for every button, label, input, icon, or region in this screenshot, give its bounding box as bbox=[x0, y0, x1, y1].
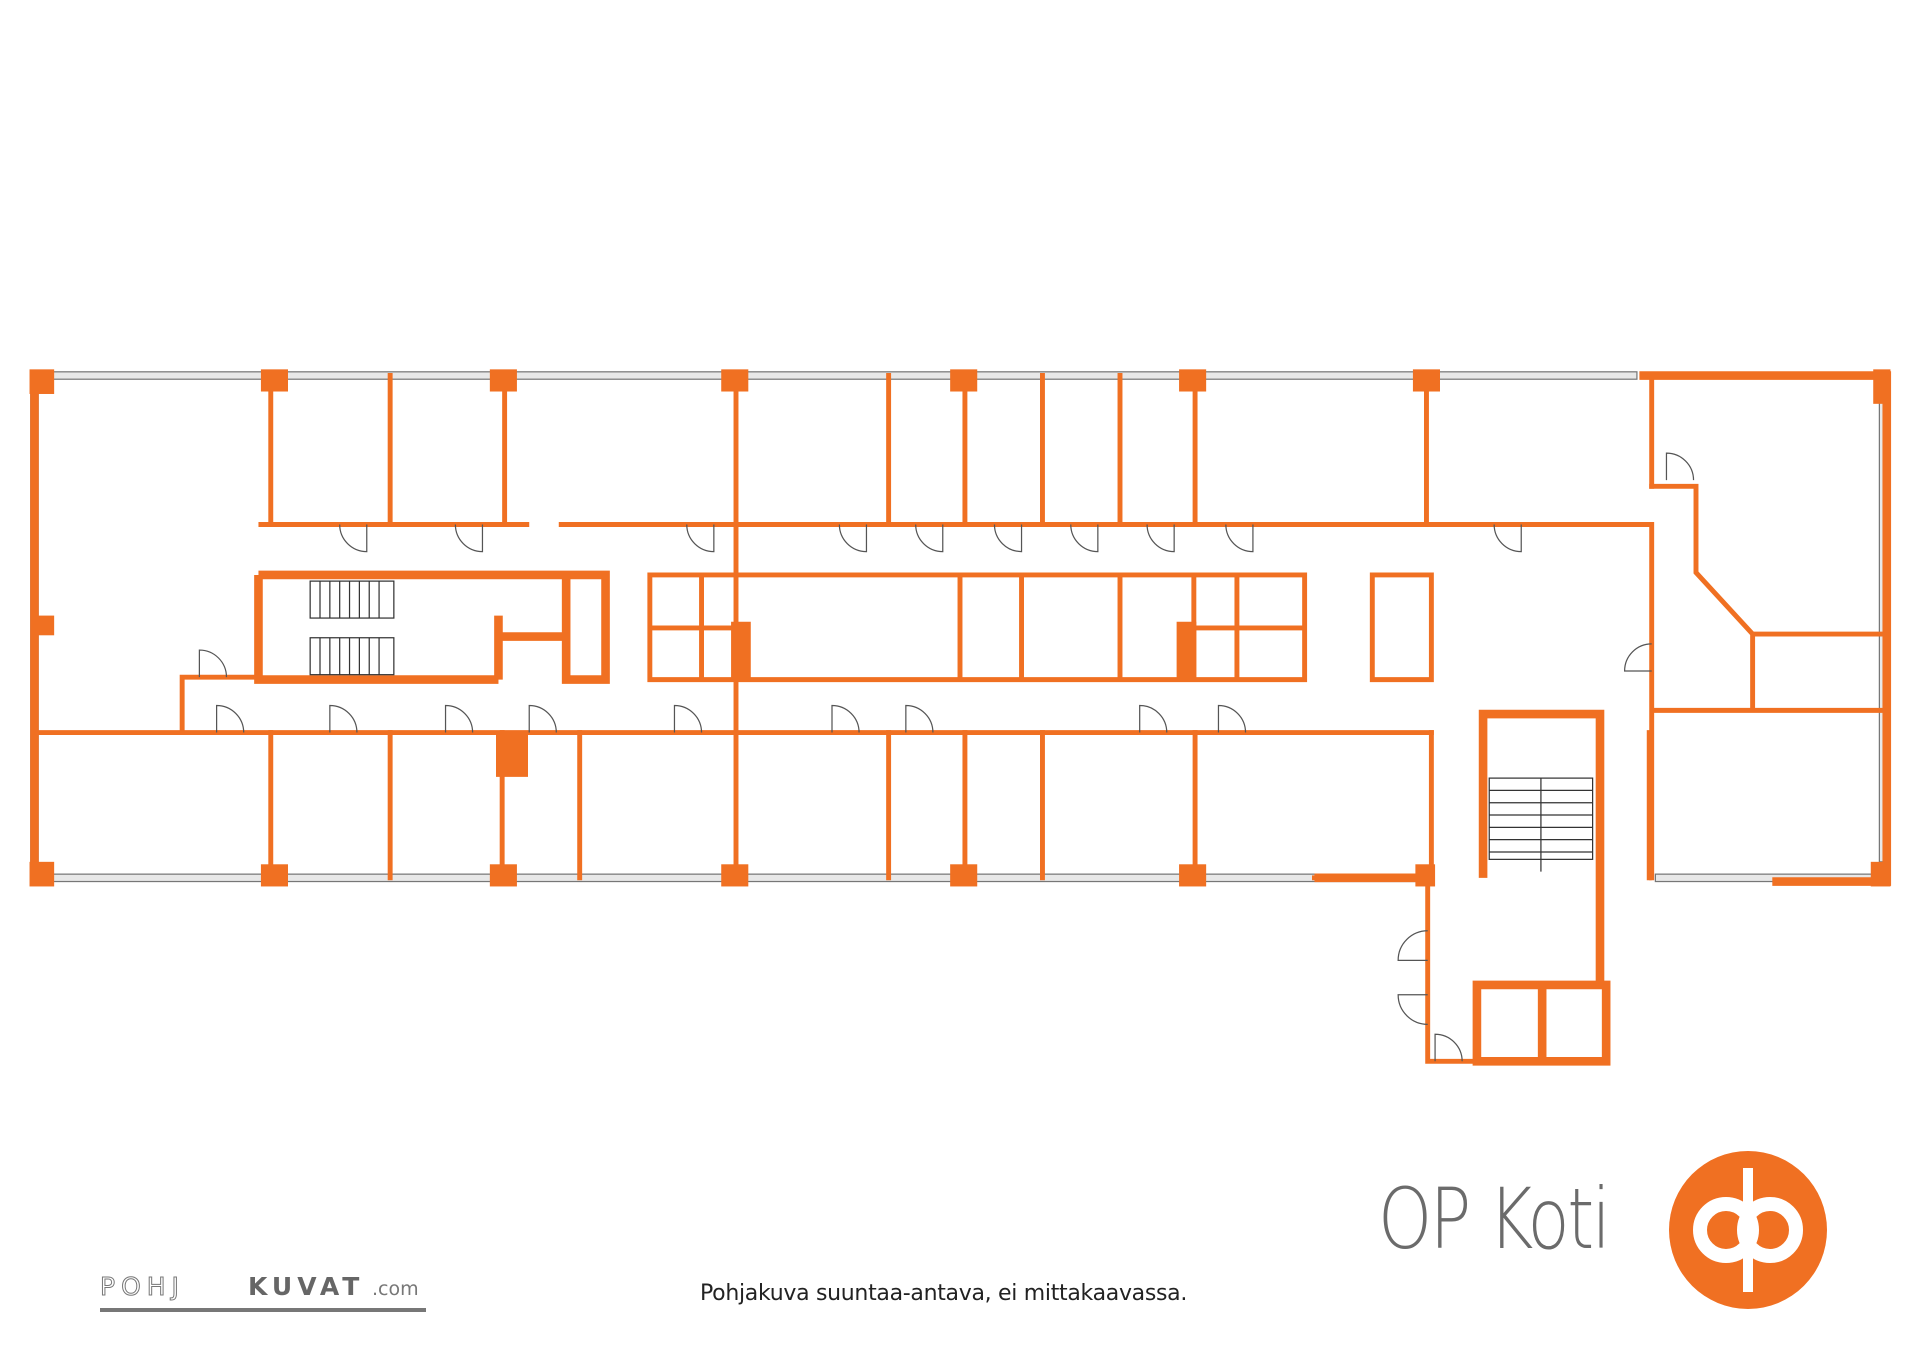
watermark-part3: .com bbox=[372, 1278, 419, 1300]
op-logo-icon bbox=[1669, 1151, 1827, 1309]
watermark-part2: KUVAT bbox=[248, 1272, 365, 1301]
doors bbox=[198, 452, 1695, 1062]
stairs bbox=[309, 580, 1594, 872]
watermark-part1: POHJ bbox=[100, 1272, 185, 1302]
brand-name: OP Koti bbox=[1378, 1170, 1611, 1268]
watermark-underline bbox=[100, 1308, 426, 1312]
interior-walls bbox=[34, 373, 1890, 1066]
disclaimer-caption: Pohjakuva suuntaa-antava, ei mittakaavas… bbox=[700, 1281, 1188, 1306]
